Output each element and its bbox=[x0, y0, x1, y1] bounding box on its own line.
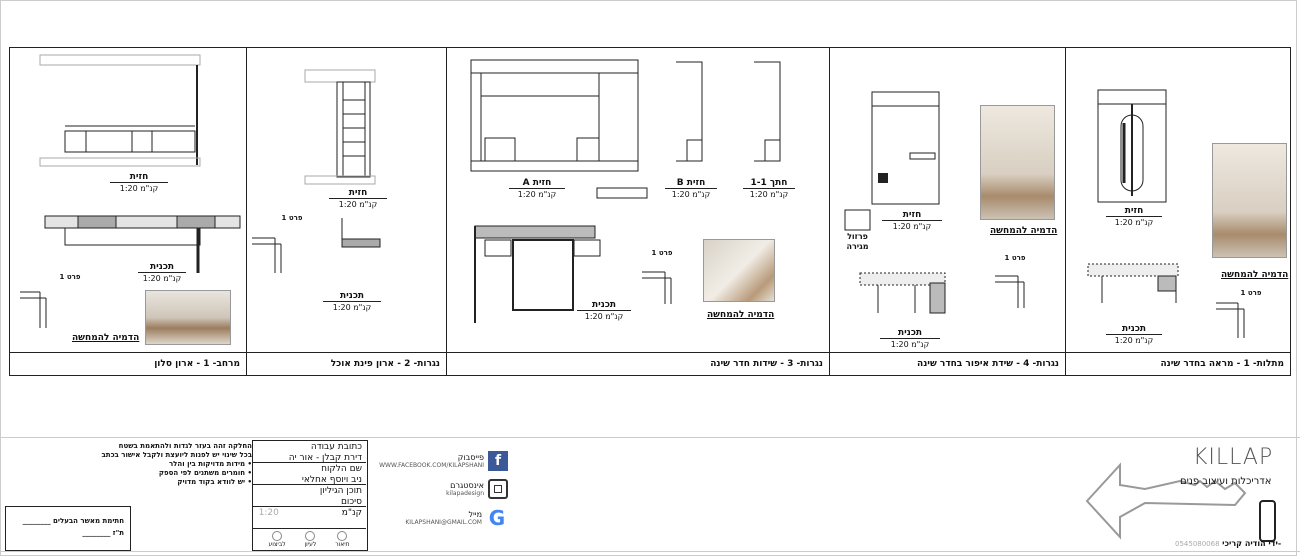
render-image bbox=[1212, 143, 1287, 258]
facebook-icon[interactable]: f bbox=[488, 451, 508, 471]
panel-title: מתלות- 1 - מראה בחדר שינה bbox=[1066, 352, 1290, 375]
render-caption: הדמיה להמחשה bbox=[1221, 270, 1289, 280]
phone-icon bbox=[1259, 500, 1276, 542]
google-icon[interactable]: G bbox=[488, 506, 506, 530]
facebook-link[interactable]: WWW.FACEBOOK.COM/KILAPSHANI bbox=[379, 462, 484, 469]
detail-label: פרט 1 bbox=[1240, 289, 1262, 297]
mail-link[interactable]: KILAPSHANI@GMAIL.COM bbox=[405, 519, 482, 526]
title-block: חתימת מאשר הבעלים ________ ת"ז ________ … bbox=[0, 437, 1300, 552]
status-option[interactable]: לביצוע bbox=[268, 531, 286, 548]
status-checks: תיאור לעיון לביצוע bbox=[259, 531, 359, 548]
instagram-link[interactable]: kilapadesign bbox=[446, 490, 484, 497]
approval-box: חתימת מאשר הבעלים ________ ת"ז ________ bbox=[5, 506, 131, 551]
bedroom-dressers-drawing bbox=[470, 59, 781, 323]
render-caption: הדמיה להמחשה bbox=[72, 333, 140, 343]
brand-tagline: אדריכלות ועיצוב פנים bbox=[1180, 476, 1272, 487]
logo: KILLAP אדריכלות ועיצוב פנים -ידי הודיה ק… bbox=[1085, 443, 1295, 551]
designer-contact: -ידי הודיה קריכי 0545080068 bbox=[1175, 539, 1282, 548]
key-logo-icon bbox=[1085, 462, 1276, 542]
notes: החלקה זהה בעזר לגדות ולהתאמת בשטח בכל שי… bbox=[101, 442, 252, 486]
status-option[interactable]: תיאור bbox=[335, 531, 350, 548]
detail-label: פרט 1 bbox=[59, 273, 81, 281]
dining-cabinet-drawing bbox=[252, 69, 381, 273]
instagram-icon[interactable] bbox=[488, 479, 508, 499]
render-caption: הדמיה להמחשה bbox=[990, 226, 1058, 236]
render-image bbox=[145, 290, 231, 345]
living-cabinet-drawing bbox=[20, 54, 241, 328]
detail-label: פרט 1 bbox=[651, 249, 673, 257]
panel-title: נגרות- 3 - שידות חדר שינה bbox=[447, 352, 829, 375]
detail-label: פרט 1 bbox=[1004, 254, 1026, 262]
render-caption: הדמיה להמחשה bbox=[707, 310, 775, 320]
panel-title: נגרות- 4 - שידת איפור בחדר שינה bbox=[830, 352, 1065, 375]
render-image bbox=[980, 105, 1055, 220]
handle-label: פרזול מגירה bbox=[846, 232, 869, 251]
panel-title: נגרות- 2 - ארון פינת אוכל bbox=[247, 352, 446, 375]
panel-title: מרחב- 1 - ארון סלון bbox=[10, 352, 246, 375]
brand-name: KILLAP bbox=[1193, 445, 1274, 470]
render-image bbox=[703, 239, 775, 302]
mirror-drawing bbox=[1087, 89, 1245, 338]
vanity-drawing bbox=[844, 91, 1025, 314]
status-option[interactable]: לעיון bbox=[305, 531, 316, 548]
detail-label: פרט 1 bbox=[281, 214, 303, 222]
